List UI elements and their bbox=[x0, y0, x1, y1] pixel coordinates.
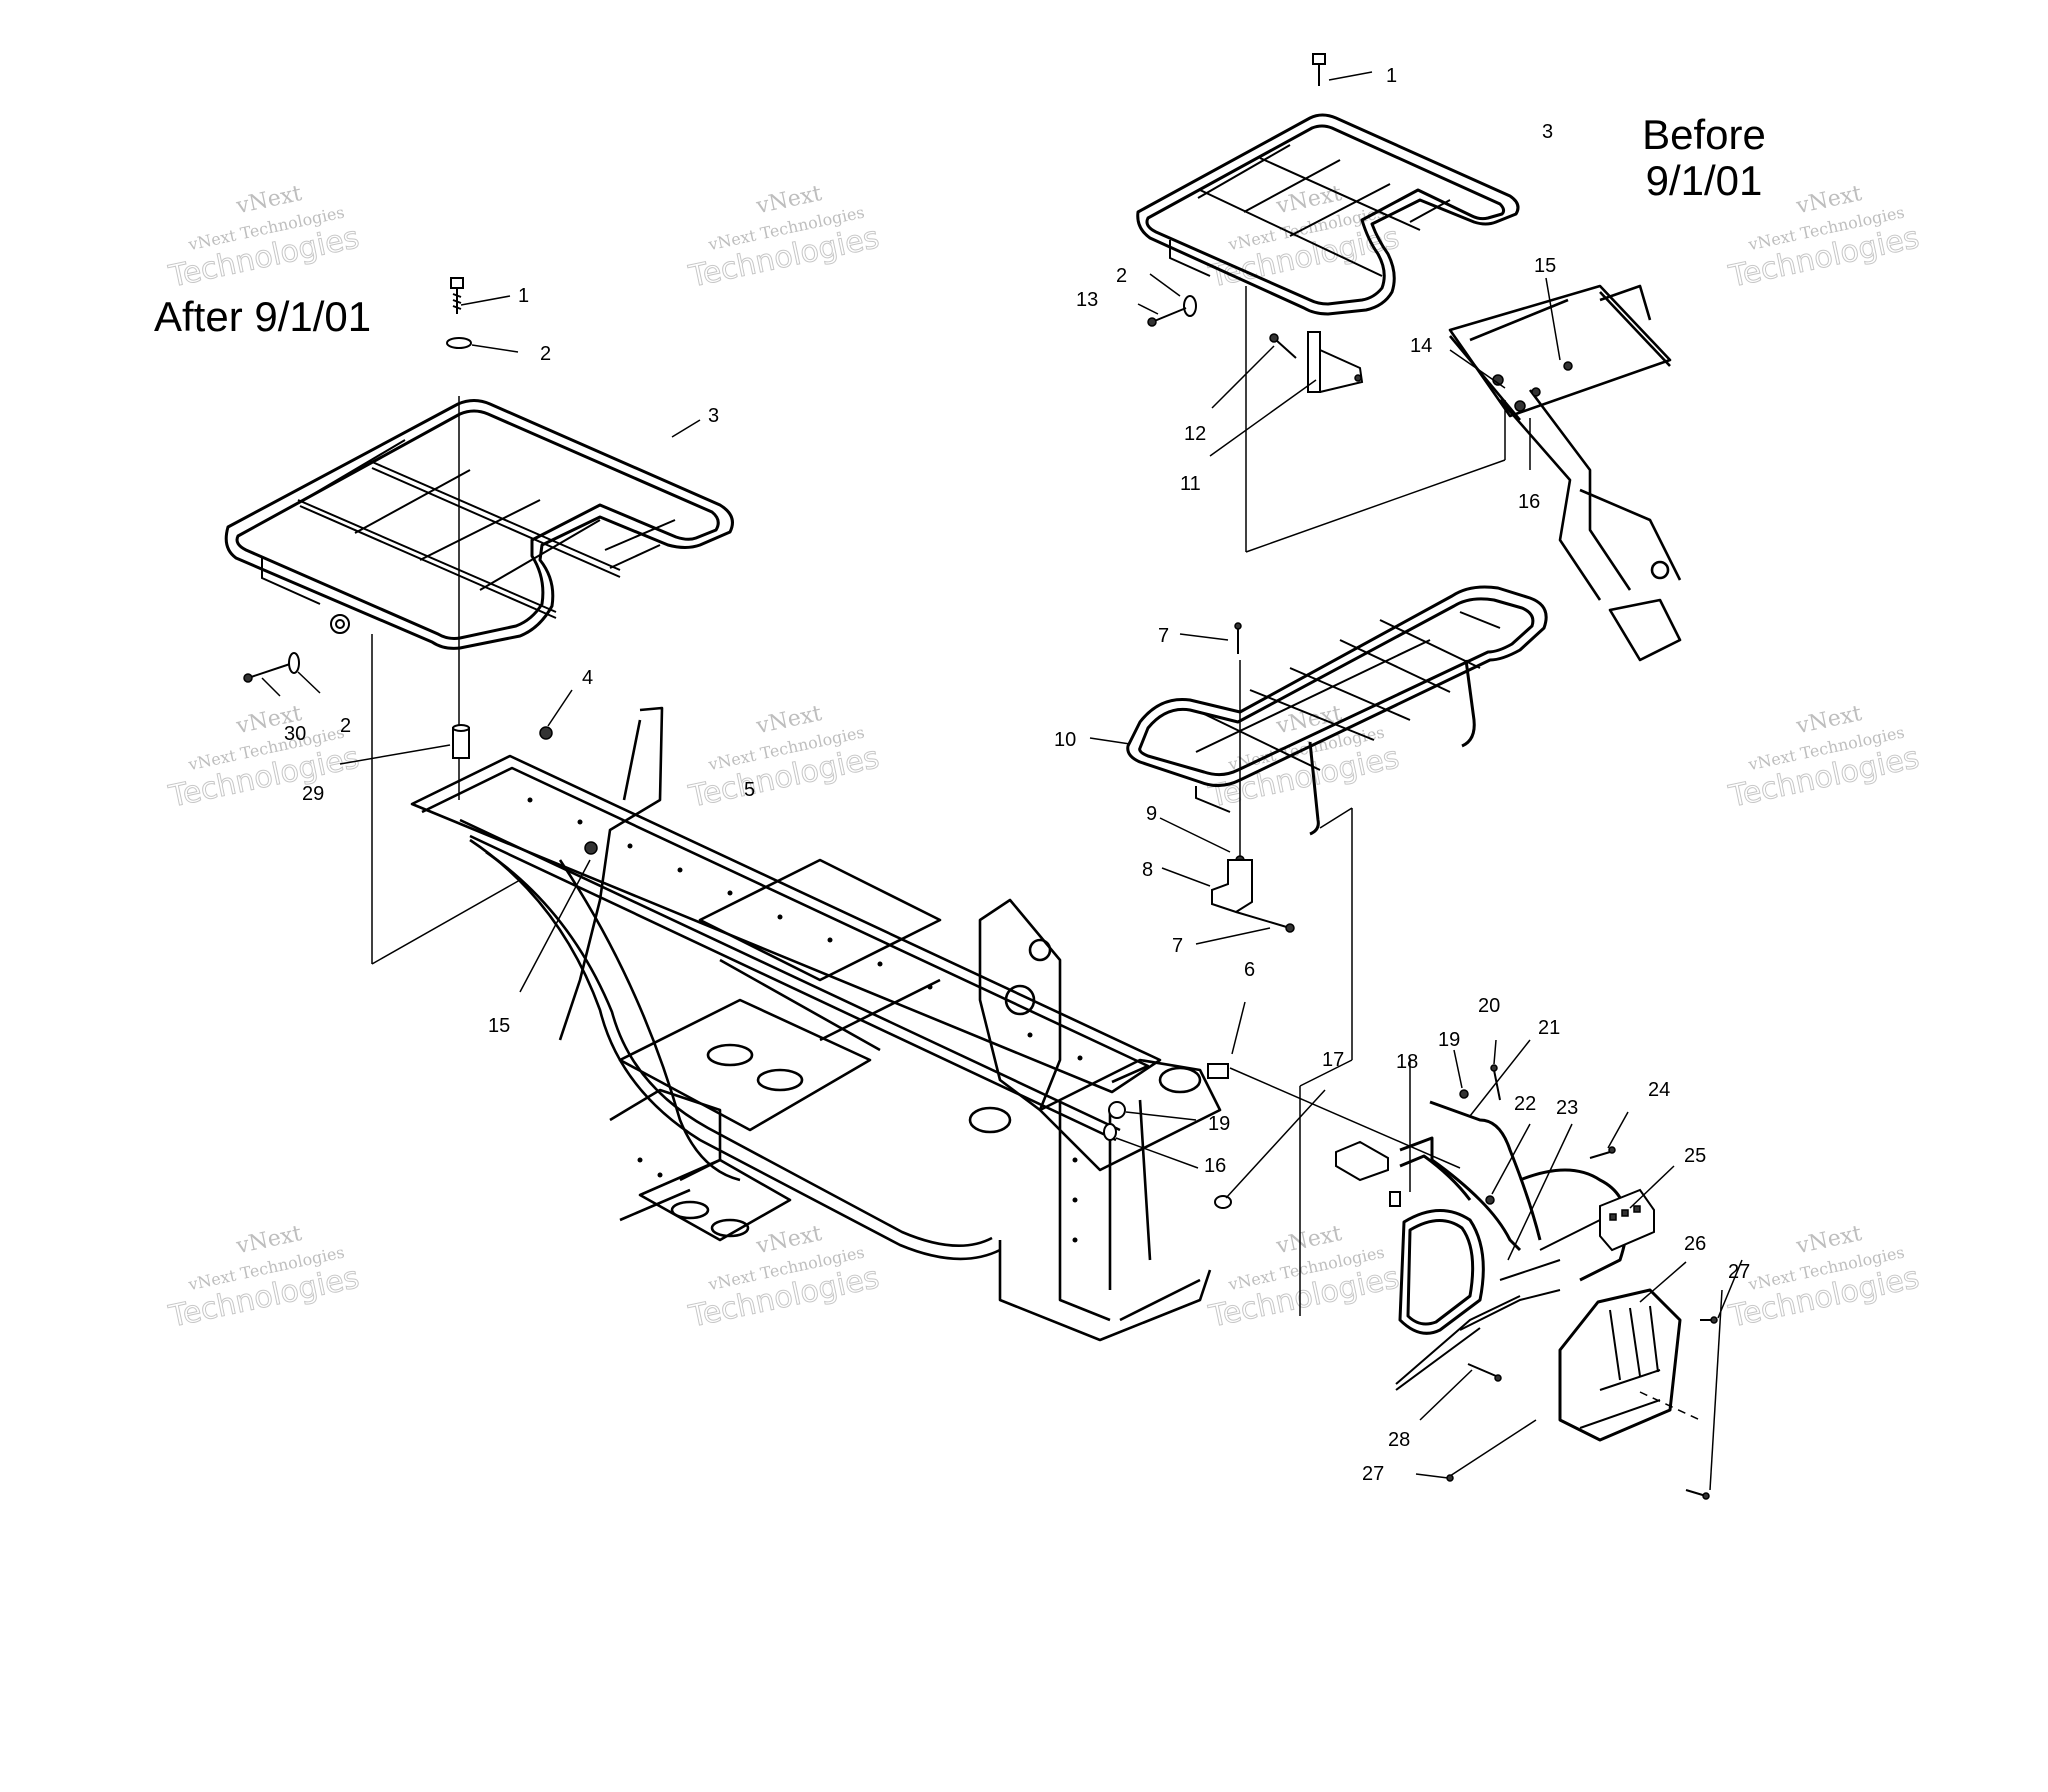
watermark: vNext vNext Technologies Technologies bbox=[685, 181, 883, 295]
bolt-1-after bbox=[450, 277, 464, 314]
label-29: 29 bbox=[302, 783, 324, 805]
heading-before-line1: Before bbox=[1642, 111, 1766, 158]
heading-before-line2: 9/1/01 bbox=[1645, 157, 1763, 205]
label-26: 26 bbox=[1684, 1233, 1706, 1255]
label-5: 5 bbox=[744, 779, 755, 801]
label-13: 13 bbox=[1076, 289, 1098, 311]
label-1-after: 1 bbox=[518, 285, 529, 307]
block-6 bbox=[1207, 1063, 1229, 1079]
label-2-after-lower: 2 bbox=[340, 715, 351, 737]
label-20: 20 bbox=[1478, 995, 1500, 1017]
label-30: 30 bbox=[284, 723, 306, 745]
front-bumper bbox=[1335, 1100, 1629, 1391]
label-21: 21 bbox=[1538, 1017, 1560, 1039]
heading-before: Before 9/1/01 bbox=[1624, 111, 1784, 205]
watermark: vNext vNext Technologies Technologies bbox=[1205, 181, 1403, 295]
washer-2-before bbox=[1147, 295, 1197, 327]
label-23: 23 bbox=[1556, 1097, 1578, 1119]
label-10: 10 bbox=[1054, 729, 1076, 751]
spacer-29 bbox=[452, 724, 470, 759]
bolt-1-before bbox=[1312, 53, 1326, 86]
label-2-after: 2 bbox=[540, 343, 551, 365]
label-2-before: 2 bbox=[1116, 265, 1127, 287]
label-15-after: 15 bbox=[488, 1015, 510, 1037]
rear-rack-before bbox=[1136, 113, 1520, 316]
bushing-16 bbox=[1103, 1123, 1117, 1141]
part-labels: 1 2 3 30 2 29 4 5 15 1 3 2 13 12 11 14 1… bbox=[284, 65, 1750, 1485]
label-1-before: 1 bbox=[1386, 65, 1397, 87]
bolt-27-left bbox=[1446, 1474, 1454, 1482]
watermark: vNext vNext Technologies Technologies bbox=[165, 181, 363, 295]
front-rack bbox=[1126, 585, 1548, 836]
label-15-before: 15 bbox=[1534, 255, 1556, 277]
grommet-18 bbox=[1389, 1191, 1401, 1207]
watermark: vNext vNext Technologies Technologies bbox=[1725, 701, 1923, 815]
watermark: vNext vNext Technologies Technologies bbox=[685, 701, 883, 815]
heading-after: After 9/1/01 bbox=[154, 293, 372, 340]
bolt-7-bottom bbox=[1235, 911, 1295, 933]
label-25: 25 bbox=[1684, 1145, 1706, 1167]
nut-19 bbox=[1459, 1089, 1469, 1099]
label-7-bottom: 7 bbox=[1172, 935, 1183, 957]
frame-before-partial bbox=[1448, 284, 1682, 662]
label-19-frame: 19 bbox=[1208, 1113, 1230, 1135]
bolt-7-top bbox=[1234, 622, 1242, 654]
label-3-after: 3 bbox=[708, 405, 719, 427]
label-16-frame: 16 bbox=[1204, 1155, 1226, 1177]
nut-22 bbox=[1485, 1195, 1495, 1205]
label-17: 17 bbox=[1322, 1049, 1344, 1071]
watermark: vNext vNext Technologies Technologies bbox=[1205, 1221, 1403, 1335]
label-18: 18 bbox=[1396, 1051, 1418, 1073]
label-11: 11 bbox=[1180, 473, 1201, 495]
bolt-27-bottom bbox=[1685, 1489, 1710, 1500]
watermark: vNext vNext Technologies Technologies bbox=[165, 701, 363, 815]
bolt-28 bbox=[1467, 1363, 1502, 1382]
bushing-19 bbox=[1108, 1101, 1126, 1119]
main-frame bbox=[410, 706, 1222, 1342]
bracket-8 bbox=[1211, 859, 1253, 914]
skid-plate-26 bbox=[1558, 1288, 1682, 1442]
frame-holes bbox=[527, 797, 1083, 1243]
label-27-right: 27 bbox=[1728, 1261, 1750, 1283]
watermark: vNext vNext Technologies Technologies bbox=[165, 1221, 363, 1335]
bolt-24 bbox=[1589, 1146, 1616, 1159]
bolt-30 bbox=[243, 652, 300, 683]
label-8: 8 bbox=[1142, 859, 1153, 881]
bolt-27-right bbox=[1700, 1316, 1718, 1324]
label-22: 22 bbox=[1514, 1093, 1536, 1115]
label-7-top: 7 bbox=[1158, 625, 1169, 647]
label-14: 14 bbox=[1410, 335, 1432, 357]
washer-2-after bbox=[446, 337, 472, 349]
bolt-12 bbox=[1269, 333, 1297, 359]
label-27-left: 27 bbox=[1362, 1463, 1384, 1485]
label-12: 12 bbox=[1184, 423, 1206, 445]
label-24: 24 bbox=[1648, 1079, 1670, 1101]
label-6: 6 bbox=[1244, 959, 1255, 981]
label-19-bumper: 19 bbox=[1438, 1029, 1460, 1051]
nut-4 bbox=[539, 726, 553, 740]
bracket-11 bbox=[1307, 331, 1364, 393]
label-28: 28 bbox=[1388, 1429, 1410, 1451]
bolt-20 bbox=[1490, 1064, 1501, 1101]
rear-rack-after bbox=[224, 399, 734, 650]
label-3-before: 3 bbox=[1542, 121, 1553, 143]
label-9: 9 bbox=[1146, 803, 1157, 825]
light-25 bbox=[1599, 1188, 1655, 1252]
watermark: vNext vNext Technologies Technologies bbox=[685, 1221, 883, 1335]
label-4: 4 bbox=[582, 667, 593, 689]
plug-17 bbox=[1214, 1195, 1232, 1209]
label-16-before: 16 bbox=[1518, 491, 1540, 513]
